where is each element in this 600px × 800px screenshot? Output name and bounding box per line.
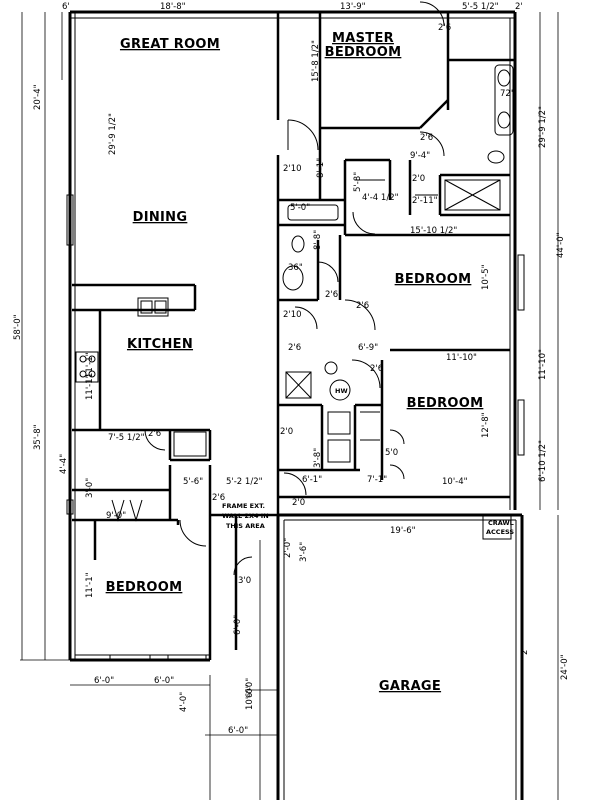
dim-text: 58'-0" [13,314,23,340]
frame-note-line3: THIS AREA [226,522,265,530]
wall-offsets [70,12,517,800]
dim-text: 15'-10 1/2" [410,226,457,236]
dim-text: 6' [62,2,70,12]
dim-text: 2'6 [212,493,225,503]
dim-text: 2'6 [356,301,369,311]
dim-text: 11'-1" [85,352,95,378]
dim-text: 2'0 [292,498,305,508]
dim-text: 2'10 [283,164,302,174]
dim-text: 4'-4" [59,454,69,474]
dim-text: 11'-1" [85,374,95,400]
dim-text: 5'-0" [290,203,310,213]
dining-label: DINING [133,210,188,225]
master-bedroom-label-line1: MASTER [332,31,394,46]
dim-text: 35'-8" [33,424,43,450]
dim-text: 5'-2 1/2" [226,477,263,487]
doors [111,1,445,576]
dim-text: 44'-0" [556,232,566,258]
fixtures [66,64,525,662]
dim-text: 11'-1" [85,572,95,598]
dim-text: 20'-4" [33,84,43,110]
dim-text: 2'6 [148,429,161,439]
frame-note-line1: FRAME EXT. [222,502,265,510]
dim-text: 5'-8" [353,172,363,192]
dim-text: 6'-1" [302,475,322,485]
dim-text: 2'6 [370,364,383,374]
bedroom-3-label: BEDROOM [407,396,484,411]
dim-text: 7'-5 1/2" [108,433,145,443]
dim-text: 4'-4 1/2" [362,193,399,203]
dim-text: 10'-4" [442,477,468,487]
master-bedroom-label-line2: BEDROOM [325,45,402,60]
interior-walls [72,12,515,660]
dim-text: 19'-6" [390,526,416,536]
dim-text: 12'-8" [481,412,491,438]
dim-text: 5'0 [385,448,398,458]
bedroom-2-label: BEDROOM [395,272,472,287]
kitchen-label: KITCHEN [127,337,193,352]
dim-text: 2'-11" [412,196,438,206]
dim-text: 2'6 [438,23,451,33]
dim-text: 3'0 [238,576,251,586]
dim-text: 6'-0" [245,678,255,698]
dim-text: 6'-9" [358,343,378,353]
dim-text: 3'-6" [299,542,309,562]
dim-text: 2'0 [280,427,293,437]
dim-text: 5'-6" [183,477,203,487]
dim-text: 29'-9 1/2" [538,106,548,148]
dim-text: 2' [520,647,530,655]
dim-text: 2'10 [283,310,302,320]
dim-text: 6'-0" [154,676,174,686]
bedroom-1-label: BEDROOM [106,580,183,595]
dim-text: 11'-10" [446,353,477,363]
dim-text: 18'-8" [160,2,186,12]
dim-text: 8'-1" [316,158,326,178]
dim-text: 5'-5 1/2" [462,2,499,12]
dim-text: 6'-0" [94,676,114,686]
dim-text: 3'-8" [313,448,323,468]
dim-text: 2'6 [420,133,433,143]
dim-text: 6'-10 1/2" [538,440,548,482]
dim-text: 4'-0" [179,692,189,712]
dim-text: 36" [288,263,303,273]
exterior-walls [68,10,524,800]
frame-note-line2: WALL 2X4 IN [222,512,269,520]
dim-text: 29'-9 1/2" [108,113,118,155]
dim-text: 2'0 [412,174,425,184]
dim-text: 2' [515,2,523,12]
dim-text: 10'-0" [245,684,255,710]
dim-text: 8'-8" [313,230,323,250]
dim-text: 72" [500,89,515,99]
dim-text: 2'6 [325,290,338,300]
dim-text: 9'-0" [106,511,126,521]
garage-label: GARAGE [379,679,441,694]
hw-label: HW [335,387,348,395]
dimension-lines [20,12,559,800]
dim-text: 9'-4" [410,151,430,161]
dim-text: 7'-1" [367,475,387,485]
dim-text: 10'-5" [481,264,491,290]
dim-text: 11'-10" [538,349,548,380]
crawl-note-line1: CRAWL [488,519,514,527]
dim-text: 24'-0" [560,654,570,680]
dim-text: 2'-0" [283,538,293,558]
great-room-label: GREAT ROOM [120,37,220,52]
dim-text: 13'-9" [340,2,366,12]
dim-text: 3'-0" [85,478,95,498]
dim-text: 6'-0" [228,726,248,736]
dim-text: 6'-0" [233,615,243,635]
dim-text: 15'-8 1/2" [311,40,321,82]
crawl-note-line2: ACCESS [486,528,514,536]
dim-text: 2'6 [288,343,301,353]
